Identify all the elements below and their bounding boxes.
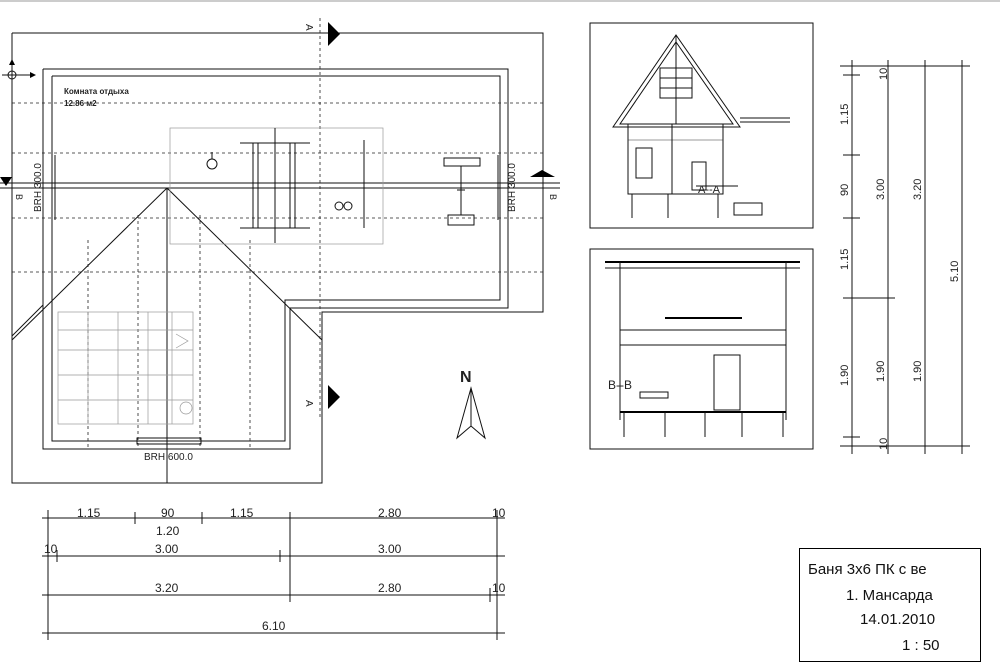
section-marker-b-left xyxy=(0,177,12,186)
vdim-col1-6: 10 xyxy=(878,438,890,450)
vdim-col2-1: 3.00 xyxy=(875,179,887,200)
fixtures xyxy=(54,128,499,243)
vdim-col4-1: 5.10 xyxy=(949,261,961,282)
hdim-row2-3: 3.00 xyxy=(378,542,402,556)
brh-right-label: BRH 300.0 xyxy=(507,163,518,212)
hdim-row1-4: 2.80 xyxy=(378,506,402,520)
title-scale: 1 : 50 xyxy=(902,637,940,654)
vdim-col3-2: 1.90 xyxy=(912,361,924,382)
section-bb-frame xyxy=(589,248,814,450)
vdim-col1-4: 1.15 xyxy=(839,249,851,270)
title-level: 1. Мансарда xyxy=(846,587,933,604)
vdim-col1-5: 1.90 xyxy=(839,365,851,386)
north-label: N xyxy=(460,369,472,386)
section-a-label-bottom: A xyxy=(303,400,314,407)
title-date: 14.01.2010 xyxy=(860,611,936,628)
section-bb-label: B--B xyxy=(608,378,632,392)
vdim-col3-1: 3.20 xyxy=(912,179,924,200)
title-project: Баня 3х6 ПК с ве xyxy=(808,561,927,578)
vdim-col1-2: 1.15 xyxy=(839,104,851,125)
roof-outline xyxy=(11,32,544,484)
roof-hip-line xyxy=(11,187,168,341)
roof-hip-line xyxy=(11,304,44,337)
hdim-row1-sub: 1.20 xyxy=(156,524,180,538)
outer-wall xyxy=(42,68,509,450)
hdim-row1-1: 1.15 xyxy=(77,506,101,520)
floor-plan: A A B B xyxy=(0,0,1000,484)
roof-hip-line xyxy=(166,187,323,341)
hdim-row2-1: 10 xyxy=(44,542,58,556)
section-b-label-left: B xyxy=(14,194,24,200)
vdim-col1-3: 90 xyxy=(839,184,851,196)
section-bb: B--B xyxy=(589,248,814,450)
north-arrow-icon: N xyxy=(456,369,486,440)
section-marker-a-bottom xyxy=(328,385,340,409)
hdim-row3-1: 3.20 xyxy=(155,581,179,595)
section-marker-a-top xyxy=(328,22,340,46)
inner-wall xyxy=(51,75,501,442)
origin-marker-icon xyxy=(2,59,36,85)
vdim-col2-2: 1.90 xyxy=(875,361,887,382)
stair-opening xyxy=(169,127,384,245)
section-a-label-top: A xyxy=(303,24,314,31)
vertical-dimensions: 10 1.15 90 1.15 1.90 10 3.00 1.90 3.20 1… xyxy=(839,60,970,454)
section-aa-label: A--A xyxy=(698,184,721,196)
brh-left-label: BRH 300.0 xyxy=(33,163,44,212)
staircase xyxy=(57,311,194,425)
vdim-col1-1: 10 xyxy=(878,68,890,80)
hdim-row3-3: 10 xyxy=(492,581,506,595)
hdim-row1-3: 1.15 xyxy=(230,506,254,520)
horizontal-dimensions: 1.15 90 1.15 2.80 10 1.20 10 3.00 3.00 3… xyxy=(42,506,506,640)
hdim-row1-2: 90 xyxy=(161,506,175,520)
section-b-label-right: B xyxy=(548,194,558,200)
section-marker-b-right xyxy=(530,170,555,177)
window-bottom xyxy=(136,437,202,445)
hdim-row2-2: 3.00 xyxy=(155,542,179,556)
hdim-row1-5: 10 xyxy=(492,506,506,520)
brh-bottom-label: BRH 600.0 xyxy=(144,452,193,463)
section-aa-frame xyxy=(589,22,814,229)
room-area: 12.86 м2 xyxy=(64,99,97,108)
title-block: Баня 3х6 ПК с ве 1. Мансарда 14.01.2010 … xyxy=(799,548,981,662)
hdim-row3-2: 2.80 xyxy=(378,581,402,595)
section-aa: A--A xyxy=(589,22,814,229)
hdim-row4-1: 6.10 xyxy=(262,619,286,633)
room-name: Комната отдыха xyxy=(64,87,129,96)
